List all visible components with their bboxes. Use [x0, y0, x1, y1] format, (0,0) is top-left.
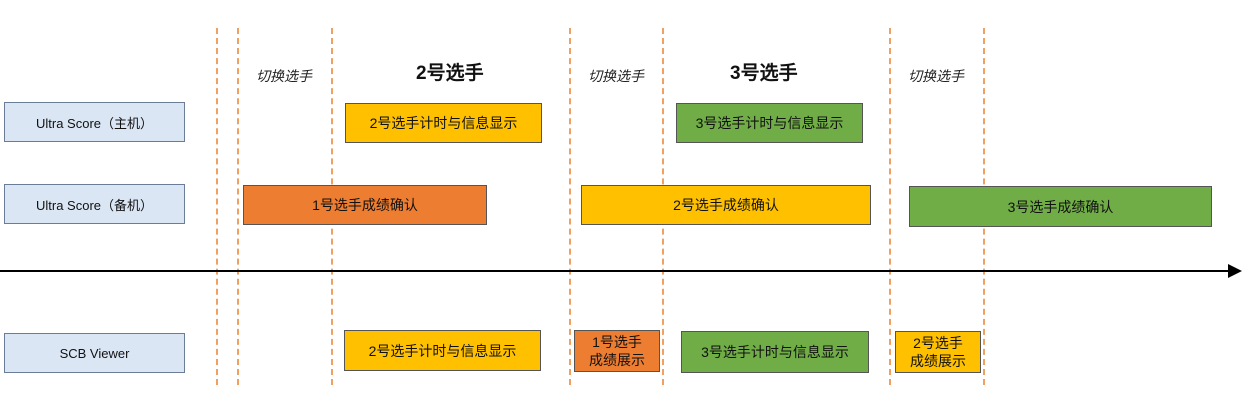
switch-label-2: 切换选手: [588, 68, 644, 84]
master-p2-block: 2号选手计时与信息显示: [345, 103, 542, 143]
divider-6: [889, 28, 891, 385]
switch-label-1: 切换选手: [256, 68, 312, 84]
viewer-p3-block: 3号选手计时与信息显示: [681, 331, 869, 373]
divider-4: [569, 28, 571, 385]
row-label-master: Ultra Score（主机）: [4, 102, 185, 142]
viewer-p2-result-block: 2号选手 成绩展示: [895, 331, 981, 373]
phase-title-3: 3号选手: [730, 63, 798, 84]
divider-1: [216, 28, 218, 385]
backup-p1-block: 1号选手成绩确认: [243, 185, 487, 225]
viewer-p1-result-line2: 成绩展示: [589, 352, 645, 368]
divider-2: [237, 28, 239, 385]
timeline-axis: [0, 270, 1230, 272]
viewer-p2-block: 2号选手计时与信息显示: [344, 330, 541, 371]
switch-label-3: 切换选手: [908, 68, 964, 84]
viewer-p2-result-line1: 2号选手: [913, 335, 963, 351]
master-p3-block: 3号选手计时与信息显示: [676, 103, 863, 143]
backup-p3-block: 3号选手成绩确认: [909, 186, 1212, 227]
viewer-p1-result-block: 1号选手 成绩展示: [574, 330, 660, 372]
timeline-arrow-icon: [1228, 264, 1242, 278]
viewer-p1-result-line1: 1号选手: [592, 334, 642, 350]
row-label-viewer: SCB Viewer: [4, 333, 185, 373]
phase-title-2: 2号选手: [416, 63, 484, 84]
row-label-backup: Ultra Score（备机）: [4, 184, 185, 224]
viewer-p2-result-line2: 成绩展示: [910, 353, 966, 369]
backup-p2-block: 2号选手成绩确认: [581, 185, 871, 225]
